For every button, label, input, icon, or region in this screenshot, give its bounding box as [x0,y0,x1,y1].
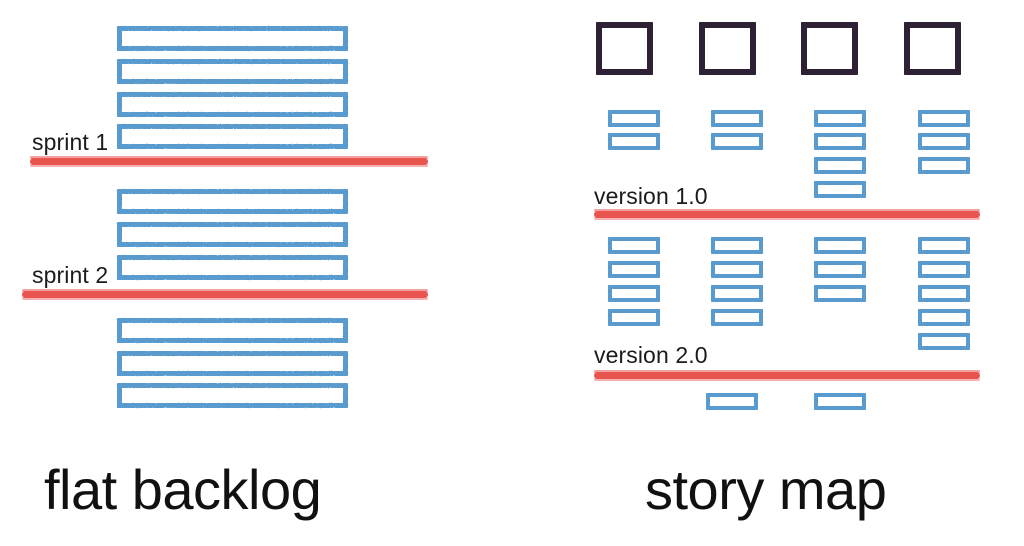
story-map-card[interactable] [814,133,866,150]
story-map-card[interactable] [814,285,866,302]
story-map-caption: story map [645,458,887,521]
story-map-card[interactable] [814,261,866,278]
story-map-card[interactable] [608,285,660,302]
backlog-story-bar[interactable] [117,383,348,408]
story-map-card[interactable] [608,261,660,278]
story-map-card[interactable] [711,285,763,302]
sprint-label-2: sprint 2 [32,262,109,288]
backlog-story-bar[interactable] [117,255,348,280]
story-map-activity-box[interactable] [596,22,653,75]
story-map-card[interactable] [918,261,970,278]
backlog-story-bar[interactable] [117,351,348,376]
story-map-card[interactable] [918,333,970,350]
story-map-card[interactable] [918,285,970,302]
sprint-label-1: sprint 1 [32,129,109,155]
story-map-card[interactable] [814,237,866,254]
flat-backlog-panel: sprint 1 sprint 2 flat backlog [22,26,428,521]
story-map-card[interactable] [814,110,866,127]
story-map-card[interactable] [608,237,660,254]
story-map-card[interactable] [608,133,660,150]
story-map-card[interactable] [918,237,970,254]
backlog-story-bar[interactable] [117,189,348,214]
story-map-activity-box[interactable] [801,22,858,75]
backlog-story-bar[interactable] [117,59,348,84]
story-map-card[interactable] [608,309,660,326]
story-map-card[interactable] [711,133,763,150]
story-map-activity-box[interactable] [699,22,756,75]
story-map-card[interactable] [814,393,866,410]
story-map-card[interactable] [814,181,866,198]
story-map-card[interactable] [918,157,970,174]
release-divider-line[interactable] [594,370,980,381]
sprint-divider-line[interactable] [30,156,428,167]
version-label-2: version 2.0 [594,342,708,368]
story-map-card[interactable] [918,110,970,127]
release-divider-line[interactable] [594,209,980,220]
story-map-activity-box[interactable] [904,22,961,75]
story-map-card[interactable] [918,133,970,150]
backlog-story-bar[interactable] [117,92,348,117]
backlog-story-bar[interactable] [117,318,348,343]
story-map-card[interactable] [711,110,763,127]
flat-backlog-caption: flat backlog [44,458,322,521]
story-map-card[interactable] [711,237,763,254]
story-map-card[interactable] [814,157,866,174]
backlog-story-bar[interactable] [117,222,348,247]
story-map-card[interactable] [608,110,660,127]
sprint-divider-line[interactable] [22,289,428,300]
story-map-card[interactable] [918,309,970,326]
story-map-card[interactable] [711,261,763,278]
story-map-card[interactable] [711,309,763,326]
version-label-1: version 1.0 [594,183,708,209]
backlog-story-bar[interactable] [117,26,348,51]
story-map-card[interactable] [706,393,758,410]
backlog-story-bar[interactable] [117,124,348,149]
